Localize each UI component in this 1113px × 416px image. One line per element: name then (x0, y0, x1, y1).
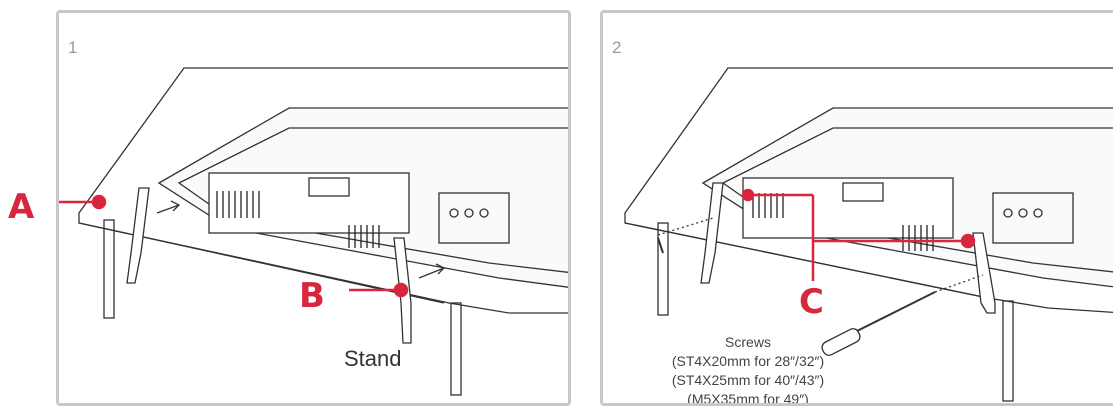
insert-arrow (418, 263, 446, 279)
table-leg (103, 219, 115, 319)
callout-c-label: C (799, 282, 824, 322)
stand-label: Stand (344, 346, 402, 371)
callout-a-label: A (8, 187, 35, 227)
vent-left (216, 191, 260, 218)
vent-right (348, 225, 380, 248)
callout-a-marker (91, 194, 107, 210)
step-1-illustration (59, 67, 568, 396)
tv-back-box (742, 177, 954, 239)
step-number: 1 (68, 38, 78, 57)
table-leg (1002, 300, 1014, 402)
screws-spec-line: (ST4X20mm for 28″/32″) (671, 353, 825, 369)
step-number: 2 (612, 38, 622, 57)
stand-left (126, 187, 150, 284)
connector-panel (992, 192, 1074, 244)
table-leg (657, 222, 669, 316)
vent-right (902, 225, 934, 251)
callout-b-label: B (299, 276, 325, 316)
connector-panel (438, 192, 510, 244)
step-1-panel: 1 (56, 10, 571, 406)
screws-spec-line: (ST4X25mm for 40″/43″) (671, 372, 825, 388)
callout-b-marker (393, 282, 409, 298)
insert-arrow (156, 200, 181, 214)
callout-c-marker-right (960, 233, 976, 249)
screws-spec-line: (M5X35mm for 49″) (687, 391, 809, 406)
screw (657, 237, 664, 254)
stand-right (972, 232, 996, 314)
stand-left (700, 182, 724, 284)
screw (922, 291, 936, 299)
step-2-illustration (624, 67, 1113, 402)
step-2-panel: 2 (600, 10, 1113, 406)
screws-spec-label: Screws (ST4X20mm for 28″/32″) (ST4X25mm … (633, 333, 863, 406)
screwdriver-handle (821, 328, 861, 356)
screws-title: Screws (725, 334, 771, 350)
table-leg (450, 302, 462, 396)
